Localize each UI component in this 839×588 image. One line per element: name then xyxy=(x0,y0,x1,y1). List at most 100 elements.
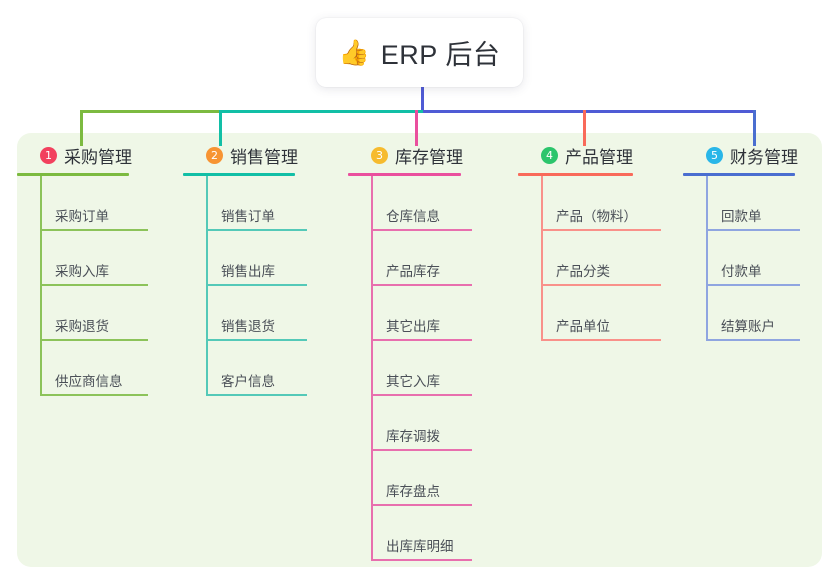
leaf-item-label: 采购退货 xyxy=(55,319,109,334)
leaf-item-rule xyxy=(206,229,307,231)
branch-rule-2 xyxy=(183,173,295,176)
leaf-item-label: 销售退货 xyxy=(221,319,275,334)
leaf-item-rule xyxy=(206,339,307,341)
leaf-item[interactable]: 出库库明细 xyxy=(371,506,518,561)
leaf-item-label: 回款单 xyxy=(721,209,762,224)
branch-leaf-list-3: 仓库信息产品库存其它出库其它入库库存调拨库存盘点出库库明细 xyxy=(348,176,518,561)
branch-column-3: 3 库存管理仓库信息产品库存其它出库其它入库库存调拨库存盘点出库库明细 xyxy=(348,143,518,561)
leaf-item-label: 销售出库 xyxy=(221,264,275,279)
branch-drop-1 xyxy=(80,110,83,146)
leaf-item-label: 库存盘点 xyxy=(386,484,440,499)
branch-badge-icon-5: 5 xyxy=(706,146,723,164)
leaf-item-rule xyxy=(206,394,307,396)
leaf-item[interactable]: 结算账户 xyxy=(706,286,828,341)
leaf-item-label: 产品单位 xyxy=(556,319,610,334)
leaf-item-label: 客户信息 xyxy=(221,374,275,389)
branch-drop-3 xyxy=(415,110,418,146)
leaf-item[interactable]: 产品库存 xyxy=(371,231,518,286)
leaf-item-rule xyxy=(541,229,661,231)
branch-column-5: 5 财务管理回款单付款单结算账户 xyxy=(683,143,828,341)
branch-header-1[interactable]: 1 采购管理 xyxy=(17,143,182,167)
leaf-item-label: 产品（物料） xyxy=(556,209,637,224)
leaf-item[interactable]: 销售退货 xyxy=(206,286,348,341)
branch-title-1: 采购管理 xyxy=(64,147,132,167)
root-node-card[interactable]: 👍 ERP 后台 xyxy=(316,18,523,87)
leaf-item-rule xyxy=(706,229,800,231)
branch-leaf-list-5: 回款单付款单结算账户 xyxy=(683,176,828,341)
branch-badge-icon-1: 1 xyxy=(40,146,57,164)
branch-header-2[interactable]: 2 销售管理 xyxy=(183,143,348,167)
leaf-item[interactable]: 其它入库 xyxy=(371,341,518,396)
branch-header-3[interactable]: 3 库存管理 xyxy=(348,143,518,167)
leaf-item-label: 付款单 xyxy=(721,264,762,279)
leaf-item[interactable]: 供应商信息 xyxy=(40,341,182,396)
leaf-item[interactable]: 销售出库 xyxy=(206,231,348,286)
leaf-item-rule xyxy=(40,284,148,286)
branch-leaf-list-2: 销售订单销售出库销售退货客户信息 xyxy=(183,176,348,396)
branch-badge-icon-2: 2 xyxy=(206,146,223,164)
leaf-item[interactable]: 销售订单 xyxy=(206,176,348,231)
branch-title-5: 财务管理 xyxy=(730,147,798,167)
leaf-item[interactable]: 库存盘点 xyxy=(371,451,518,506)
trunk-segment-teal xyxy=(219,110,425,113)
branch-spine-3 xyxy=(371,176,373,561)
thumbs-up-emoji: 👍 xyxy=(338,38,370,67)
branch-header-5[interactable]: 5 财务管理 xyxy=(683,143,828,167)
leaf-item-label: 供应商信息 xyxy=(55,374,123,389)
branch-column-2: 2 销售管理销售订单销售出库销售退货客户信息 xyxy=(183,143,348,396)
leaf-item[interactable]: 付款单 xyxy=(706,231,828,286)
diagram-panel xyxy=(17,133,822,567)
leaf-item-rule xyxy=(541,339,661,341)
branch-leaf-list-4: 产品（物料） 产品分类产品单位 xyxy=(518,176,683,341)
leaf-item-rule xyxy=(40,339,148,341)
leaf-item-label: 仓库信息 xyxy=(386,209,440,224)
branch-badge-icon-4: 4 xyxy=(541,146,558,164)
leaf-item-label: 出库库明细 xyxy=(386,539,454,554)
branch-rule-3 xyxy=(348,173,461,176)
leaf-item-label: 库存调拨 xyxy=(386,429,440,444)
leaf-item-rule xyxy=(40,394,148,396)
leaf-item[interactable]: 其它出库 xyxy=(371,286,518,341)
leaf-item-label: 结算账户 xyxy=(721,319,775,334)
branch-rule-1 xyxy=(17,173,129,176)
leaf-item-rule xyxy=(371,284,472,286)
leaf-item-rule xyxy=(371,229,472,231)
leaf-item-rule xyxy=(40,229,148,231)
leaf-item[interactable]: 产品分类 xyxy=(541,231,683,286)
leaf-item-label: 其它入库 xyxy=(386,374,440,389)
branch-badge-icon-3: 3 xyxy=(371,146,388,164)
branch-rule-5 xyxy=(683,173,795,176)
branch-header-4[interactable]: 4 产品管理 xyxy=(518,143,683,167)
leaf-item-rule xyxy=(206,284,307,286)
branch-column-1: 1 采购管理采购订单采购入库采购退货供应商信息 xyxy=(17,143,182,396)
leaf-item-rule xyxy=(541,284,661,286)
root-node-title: ERP 后台 xyxy=(380,40,501,70)
branch-leaf-list-1: 采购订单采购入库采购退货供应商信息 xyxy=(17,176,182,396)
branch-column-4: 4 产品管理产品（物料） 产品分类产品单位 xyxy=(518,143,683,341)
branch-title-2: 销售管理 xyxy=(230,147,298,167)
leaf-item[interactable]: 客户信息 xyxy=(206,341,348,396)
leaf-item-label: 产品分类 xyxy=(556,264,610,279)
trunk-segment-blue xyxy=(423,110,756,113)
leaf-item[interactable]: 采购订单 xyxy=(40,176,182,231)
branch-title-4: 产品管理 xyxy=(565,147,633,167)
leaf-item-rule xyxy=(371,559,472,561)
leaf-item[interactable]: 采购退货 xyxy=(40,286,182,341)
leaf-item[interactable]: 产品单位 xyxy=(541,286,683,341)
leaf-item[interactable]: 回款单 xyxy=(706,176,828,231)
branch-rule-4 xyxy=(518,173,633,176)
branch-drop-2 xyxy=(219,110,222,146)
branch-spine-2 xyxy=(206,176,208,396)
branch-title-3: 库存管理 xyxy=(395,147,463,167)
leaf-item-rule xyxy=(706,284,800,286)
leaf-item-rule xyxy=(706,339,800,341)
leaf-item-rule xyxy=(371,449,472,451)
leaf-item-label: 采购订单 xyxy=(55,209,109,224)
leaf-item[interactable]: 产品（物料） xyxy=(541,176,683,231)
leaf-item-label: 销售订单 xyxy=(221,209,275,224)
root-trunk-connector xyxy=(421,87,424,112)
leaf-item[interactable]: 采购入库 xyxy=(40,231,182,286)
leaf-item[interactable]: 库存调拨 xyxy=(371,396,518,451)
leaf-item[interactable]: 仓库信息 xyxy=(371,176,518,231)
trunk-segment-green xyxy=(80,110,220,113)
